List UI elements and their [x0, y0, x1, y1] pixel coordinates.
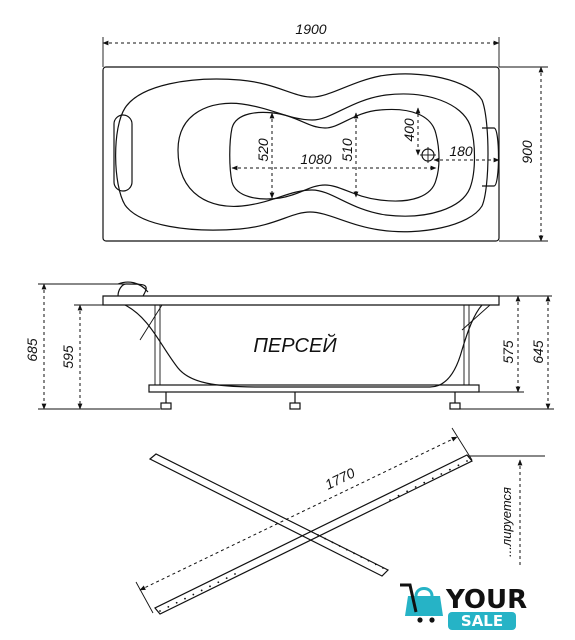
frame-hole: [167, 605, 170, 608]
logo-word-sale: SALE: [461, 612, 503, 630]
frame-hole: [397, 494, 400, 497]
basin-bottom-contour: [229, 108, 440, 202]
frame-hole: [331, 541, 334, 544]
side-tub-body: [124, 304, 483, 388]
side-rim: [102, 283, 500, 306]
dim-length: 1900: [295, 21, 326, 37]
dim-inner-width-right: 510: [339, 138, 355, 162]
dim-height-rim: 595: [60, 345, 76, 369]
dim-height-frame: 575: [500, 340, 516, 364]
frame-hole: [448, 468, 451, 471]
dim-drain-offset-x: 180: [449, 143, 473, 159]
dim-diagonal-length: 1770: [322, 464, 357, 492]
frame-hole: [367, 559, 370, 562]
side-view: ПЕРСЕЙ 685 595 575 645: [24, 281, 554, 410]
frame-hole: [457, 464, 460, 467]
frame-bar: [148, 384, 480, 393]
frame-hole: [324, 537, 327, 540]
yoursale-logo: YOUR SALE: [400, 583, 527, 630]
frame-hole: [374, 563, 377, 566]
frame-note: ...лируется: [499, 487, 514, 557]
frame-hole: [440, 473, 443, 475]
frame-hole: [345, 548, 348, 551]
dim-drain-offset-y: 400: [401, 118, 417, 142]
frame-hole: [360, 556, 363, 558]
frame-hole: [184, 597, 186, 600]
frame-hole: [217, 581, 220, 584]
logo-word-your: YOUR: [445, 585, 527, 615]
frame-hole: [175, 601, 178, 604]
frame-hole: [382, 567, 384, 569]
frame-hole: [192, 593, 195, 596]
frame-hole: [209, 585, 211, 588]
top-view: 1900 900 1080 520 510 400 180: [102, 21, 548, 242]
frame-hole: [414, 486, 417, 488]
dim-inner-width-left: 520: [255, 138, 271, 162]
frame-hole: [225, 577, 228, 580]
frame-hole: [200, 589, 203, 592]
bowl-outer-contour: [115, 73, 489, 233]
frame-hole: [423, 481, 426, 484]
frame-hole: [159, 610, 161, 612]
model-name: ПЕРСЕЙ: [253, 334, 337, 357]
dim-height-total: 685: [24, 338, 40, 362]
frame-hole: [353, 552, 356, 555]
dim-height-frame-total: 645: [530, 340, 546, 364]
frame-hole: [431, 477, 434, 480]
frame-hole: [466, 460, 468, 462]
dim-inner-length: 1080: [300, 151, 331, 167]
dim-width: 900: [519, 140, 535, 164]
frame-hole: [234, 573, 236, 575]
frame-hole: [389, 499, 391, 501]
frame-bar-diagonal-2: [154, 454, 473, 615]
shopping-bag-icon: [400, 583, 443, 623]
frame-hole: [406, 490, 409, 493]
headrest-pad: [113, 114, 133, 192]
frame-hole: [338, 545, 341, 547]
frame-hole: [317, 534, 319, 536]
overflow-bump: [482, 127, 500, 187]
frame-feet: [160, 392, 461, 410]
